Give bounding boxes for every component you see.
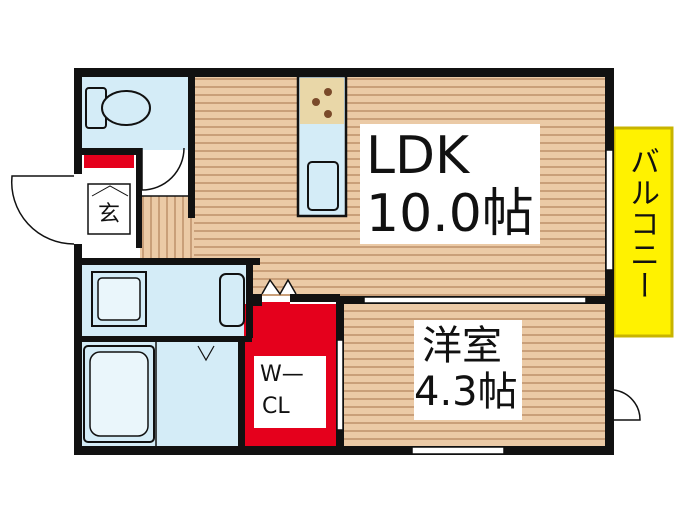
bedroom-size: 4.3帖 [414, 369, 518, 415]
stove-burner [324, 110, 332, 118]
stove-top [300, 78, 344, 124]
balcony-door-swing [613, 389, 641, 421]
wall-ldk-bottom-left [252, 294, 262, 306]
shoe-cabinet [84, 154, 134, 168]
wall-top [74, 68, 614, 77]
balcony-label: バルコニー [624, 146, 659, 301]
wall-bath-top [74, 336, 252, 342]
kitchen-sink [307, 161, 339, 211]
wall-left-upper [74, 68, 82, 174]
window-bedroom-bottom [411, 446, 505, 455]
laundry-space [219, 273, 245, 327]
wall-closet-left [238, 336, 245, 454]
balcony-area [612, 126, 674, 338]
hallway-floor [140, 196, 194, 260]
entrance-label-box [87, 183, 131, 235]
window-balcony-ldk [605, 149, 614, 271]
opening-bedroom-top [363, 296, 587, 304]
ldk-label: LDK [366, 126, 470, 186]
bath-door-mark [197, 345, 215, 362]
opening-bedroom-left [336, 339, 344, 431]
entrance-door-swing [10, 175, 75, 245]
wall-toilet-bottom [74, 148, 136, 155]
wash-basin-bowl [97, 277, 141, 321]
toilet-bowl [101, 90, 151, 126]
bedroom-label: 洋室 [422, 323, 502, 369]
ldk-label-box [360, 124, 540, 244]
entrance-label: 玄 [98, 202, 121, 227]
wall-closet-top [290, 294, 340, 302]
wall-entrance-right [136, 148, 142, 248]
ldk-size: 10.0帖 [366, 184, 534, 244]
entrance-shoe-line [91, 185, 129, 197]
wall-toilet-right [188, 68, 195, 218]
wall-left-lower [74, 244, 82, 454]
closet-notch [262, 302, 290, 332]
stove-burner [324, 88, 332, 96]
toilet-door-swing [141, 147, 185, 191]
wall-washroom-top [74, 258, 260, 265]
closet-label-box [254, 356, 326, 428]
closet-door-swing [261, 278, 297, 296]
closet-label-line1: W— [260, 362, 304, 387]
bathtub-inner [89, 351, 149, 437]
wall-washroom-right [246, 258, 253, 338]
bedroom-label-box [414, 320, 522, 420]
closet-label-line2: CL [262, 394, 290, 419]
stove-burner [312, 98, 320, 106]
